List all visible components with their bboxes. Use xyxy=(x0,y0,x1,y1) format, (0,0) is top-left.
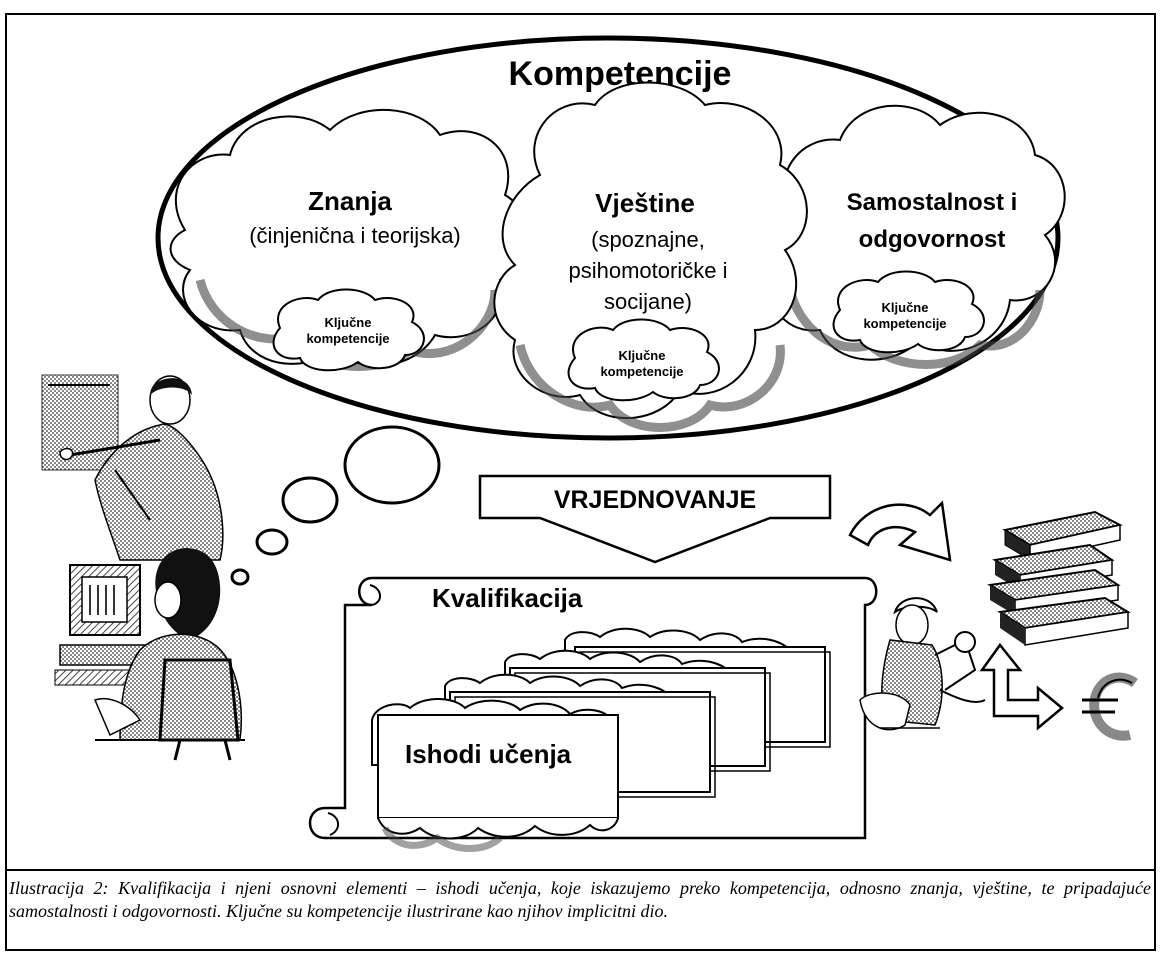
student-at-computer-clipart xyxy=(54,548,245,761)
skills-line3: socijane) xyxy=(604,289,692,314)
learning-outcomes-label: Ishodi učenja xyxy=(405,739,572,769)
key-competencies-line2: kompetencije xyxy=(306,331,389,346)
autonomy-line1: Samostalnost i xyxy=(847,189,1018,216)
key-competencies-cloud-skills: Ključne kompetencije xyxy=(567,318,720,402)
qualification-diagram: Kompetencije Znanja (činjenična i teorij… xyxy=(41,35,1138,852)
thought-bubbles xyxy=(230,425,441,586)
knowledge-title: Znanja xyxy=(308,186,392,216)
key-competencies-line2: kompetencije xyxy=(600,364,683,379)
figure-frame xyxy=(5,13,1156,951)
teacher-at-board-clipart xyxy=(41,374,224,561)
curved-arrow-icon xyxy=(848,500,952,562)
skills-title: Vještine xyxy=(595,188,695,218)
autonomy-line2: odgovornost xyxy=(859,226,1006,253)
key-competencies-line1: Ključne xyxy=(619,348,666,363)
learning-outcomes-stack: Ishodi učenja xyxy=(371,627,831,852)
evaluation-arrow: VRJEDNOVANJE xyxy=(478,474,832,564)
qualification-label: Kvalifikacija xyxy=(432,583,583,613)
key-competencies-line1: Ključne xyxy=(325,315,372,330)
stacked-books-clipart xyxy=(987,510,1131,646)
key-competencies-cloud-knowledge: Ključne kompetencije xyxy=(272,288,425,372)
key-competencies-line2: kompetencije xyxy=(863,316,946,331)
caption-divider xyxy=(5,869,1156,871)
euro-symbol-icon xyxy=(1082,672,1138,741)
outcome-card-front: Ishodi učenja xyxy=(371,698,619,852)
evaluation-label: VRJEDNOVANJE xyxy=(554,486,756,514)
double-arrow-icon xyxy=(979,642,1064,731)
figure-caption: Ilustracija 2: Kvalifikacija i njeni osn… xyxy=(9,878,1151,921)
skills-line2: psihomotoričke i xyxy=(569,258,728,283)
skills-line1: (spoznajne, xyxy=(591,227,705,252)
knowledge-cloud: Znanja (činjenična i teorijska) xyxy=(169,109,530,371)
knowledge-subtitle: (činjenična i teorijska) xyxy=(249,223,461,248)
skills-cloud: Vještine (spoznajne, psihomotoričke i so… xyxy=(493,81,808,432)
key-competencies-line1: Ključne xyxy=(882,300,929,315)
worker-with-tools-clipart xyxy=(859,597,986,731)
key-competencies-cloud-autonomy: Ključne kompetencije xyxy=(832,270,985,354)
